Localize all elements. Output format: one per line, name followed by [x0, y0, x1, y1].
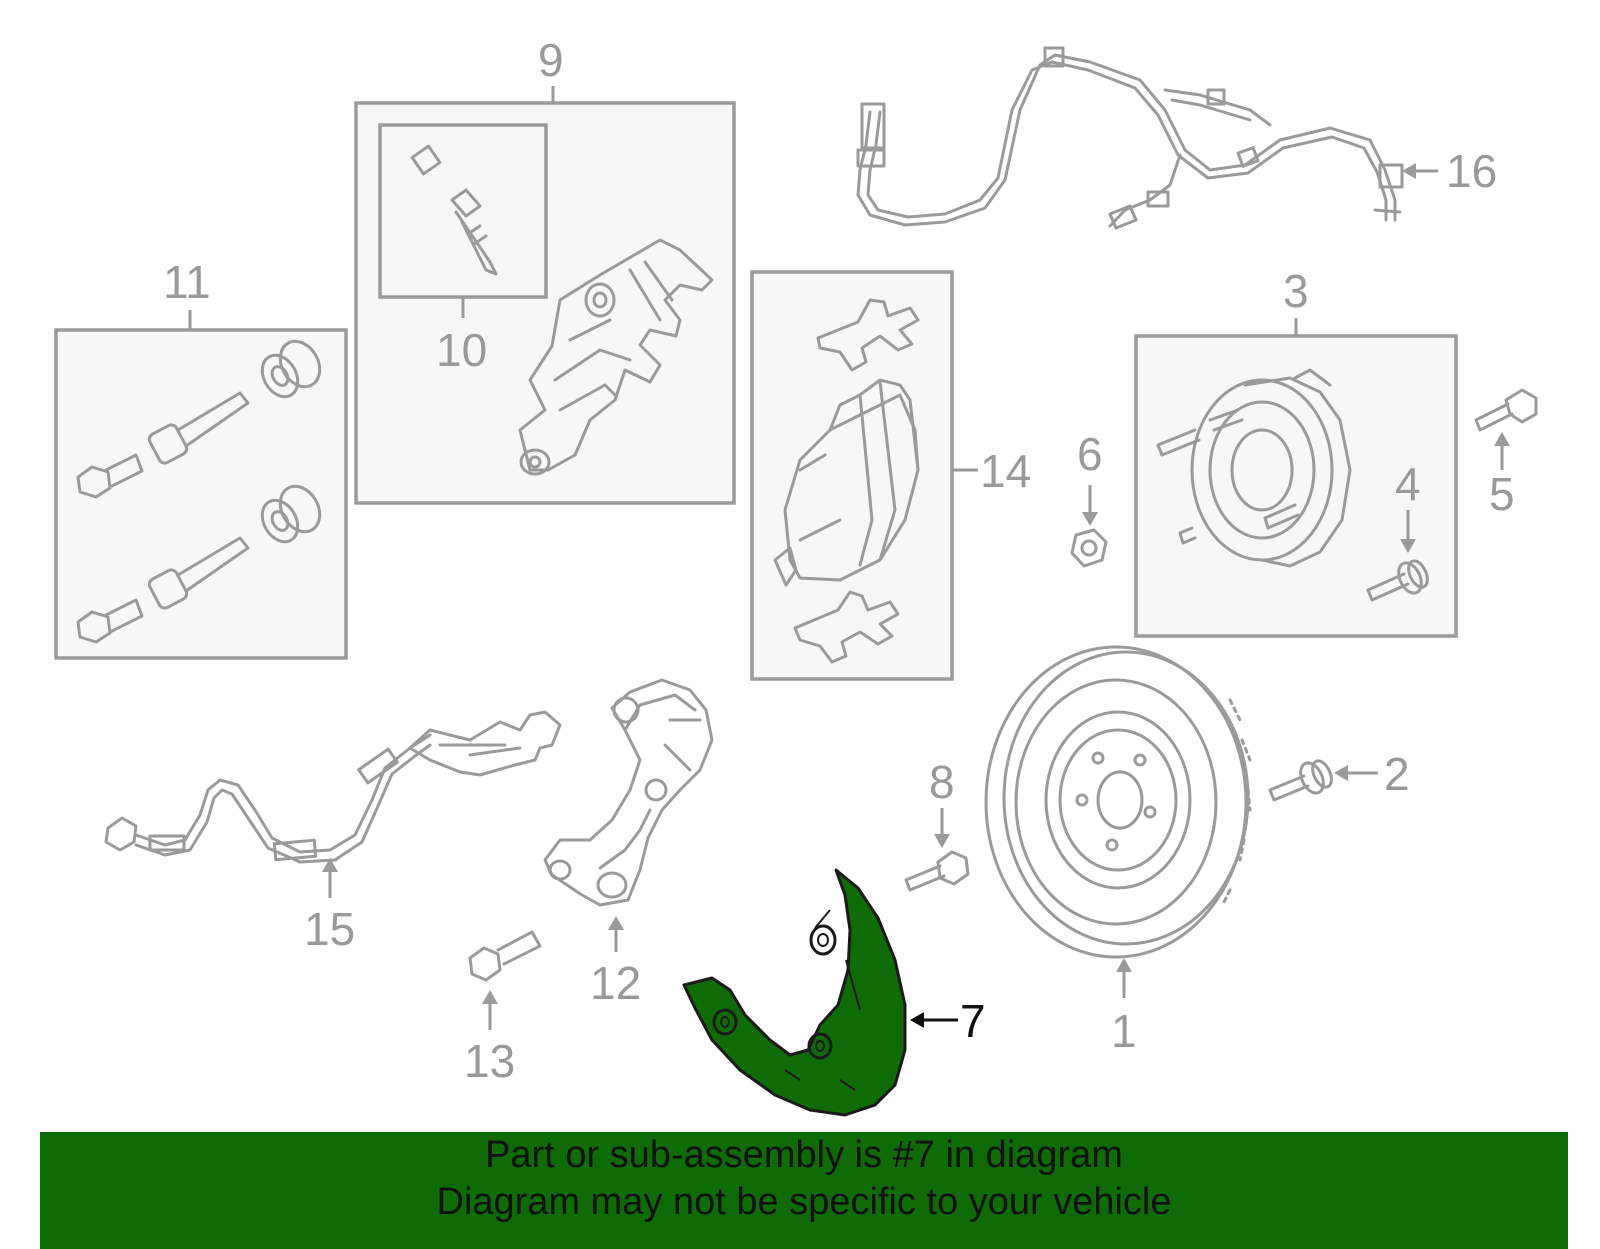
- banner-line-1: Part or sub-assembly is #7 in diagram: [485, 1134, 1123, 1176]
- callout-15[interactable]: 15: [304, 903, 355, 955]
- callout-16[interactable]: 16: [1446, 145, 1497, 197]
- callout-4[interactable]: 4: [1395, 458, 1421, 510]
- part-13-bolt[interactable]: [468, 930, 542, 982]
- callout-6[interactable]: 6: [1077, 428, 1103, 480]
- callout-2[interactable]: 2: [1384, 748, 1410, 800]
- callout-14[interactable]: 14: [980, 445, 1031, 497]
- part-7-dust-shield[interactable]: [682, 868, 907, 1117]
- part-3-hub-box[interactable]: [1134, 318, 1458, 638]
- part-16-abs-sensor-harness[interactable]: [856, 46, 1404, 230]
- part-15-brake-hose[interactable]: [104, 710, 562, 864]
- callout-1[interactable]: 1: [1111, 1005, 1137, 1057]
- part-9-caliper-box[interactable]: [354, 86, 736, 505]
- callout-5[interactable]: 5: [1489, 468, 1515, 520]
- part-10-bleeder[interactable]: [410, 144, 498, 276]
- part-11-kit-box[interactable]: [54, 310, 348, 660]
- callout-8[interactable]: 8: [929, 756, 955, 808]
- part-6-nut[interactable]: [1070, 528, 1108, 568]
- info-banner: Part or sub-assembly is #7 in diagram Di…: [40, 1132, 1568, 1249]
- part-12-caliper-bracket[interactable]: [543, 678, 714, 907]
- callout-11[interactable]: 11: [163, 256, 211, 308]
- callout-13[interactable]: 13: [464, 1035, 515, 1087]
- part-14-pad-kit-box[interactable]: [750, 270, 978, 681]
- callout-9[interactable]: 9: [538, 34, 564, 86]
- callout-10[interactable]: 10: [436, 324, 487, 376]
- caliper-body: [518, 238, 714, 476]
- callout-7[interactable]: 7: [960, 995, 986, 1047]
- part-8-bolt[interactable]: [904, 850, 970, 892]
- part-2-bolt[interactable]: [1268, 758, 1335, 802]
- callout-12[interactable]: 12: [590, 957, 641, 1009]
- banner-line-2: Diagram may not be specific to your vehi…: [436, 1181, 1172, 1223]
- part-1-rotor[interactable]: [984, 645, 1252, 959]
- part-4-bolt[interactable]: [1366, 558, 1431, 602]
- part-5-bolt[interactable]: [1474, 388, 1538, 432]
- callout-3[interactable]: 3: [1283, 265, 1309, 317]
